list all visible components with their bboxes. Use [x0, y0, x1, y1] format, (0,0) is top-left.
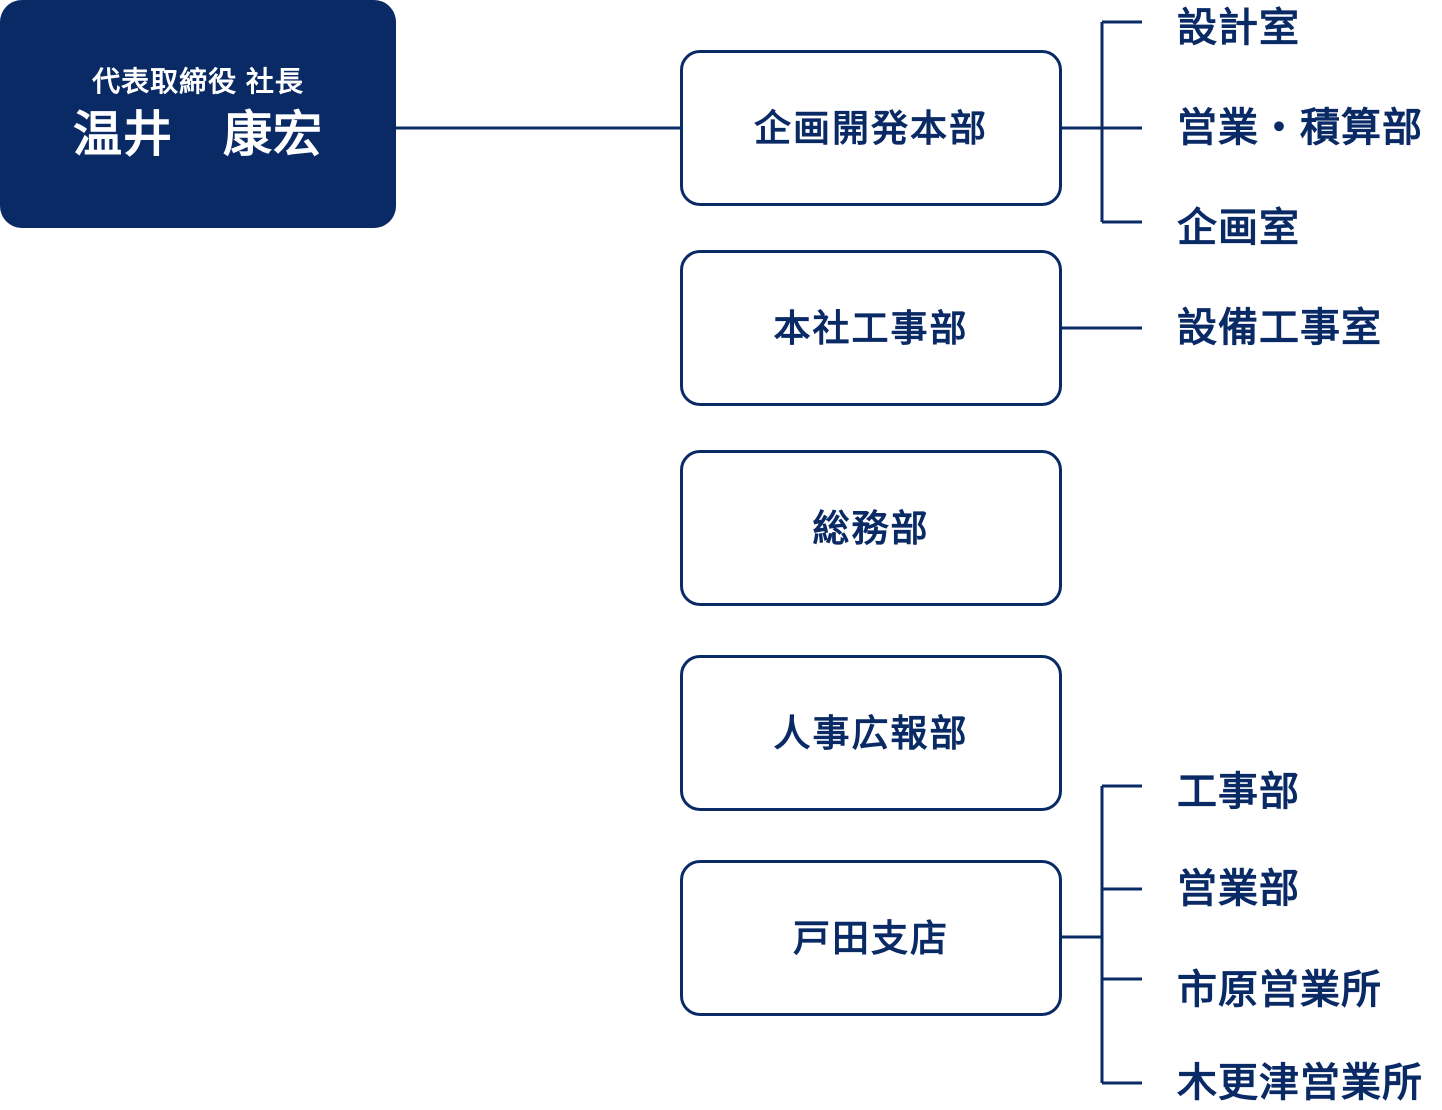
leaf-label-ichihara-eigyosho[interactable]: 市原営業所 — [1177, 968, 1382, 1012]
dept-label: 総務部 — [812, 507, 930, 549]
leaf-label-eigyo-bu[interactable]: 営業部 — [1177, 867, 1300, 911]
dept-label: 人事広報部 — [773, 712, 969, 754]
dept-box-toda-shiten[interactable]: 戸田支店 — [680, 860, 1062, 1016]
dept-label: 本社工事部 — [773, 307, 969, 349]
dept-box-kikaku-kaihatsu-honbu[interactable]: 企画開発本部 — [680, 50, 1062, 206]
leaf-label-eigyo-sekisan-bu[interactable]: 営業・積算部 — [1177, 106, 1423, 150]
leaf-label-koji-bu[interactable]: 工事部 — [1177, 770, 1300, 814]
dept-box-somu-bu[interactable]: 総務部 — [680, 450, 1062, 606]
dept-label: 戸田支店 — [793, 917, 949, 959]
leaf-label-kisarazu-eigyosho[interactable]: 木更津営業所 — [1177, 1061, 1423, 1105]
president-name: 温井 康宏 — [72, 107, 323, 162]
leaf-label-setsubi-koji-shitsu[interactable]: 設備工事室 — [1177, 306, 1382, 350]
dept-box-jinji-koho-bu[interactable]: 人事広報部 — [680, 655, 1062, 811]
president-title: 代表取締役 社長 — [92, 65, 304, 97]
dept-label: 企画開発本部 — [754, 107, 988, 149]
leaf-label-kikakushitsu[interactable]: 企画室 — [1177, 206, 1300, 250]
president-node[interactable]: 代表取締役 社長 温井 康宏 — [0, 0, 396, 228]
dept-box-honsha-koji-bu[interactable]: 本社工事部 — [680, 250, 1062, 406]
leaf-label-sekkeishitsu[interactable]: 設計室 — [1177, 6, 1300, 50]
